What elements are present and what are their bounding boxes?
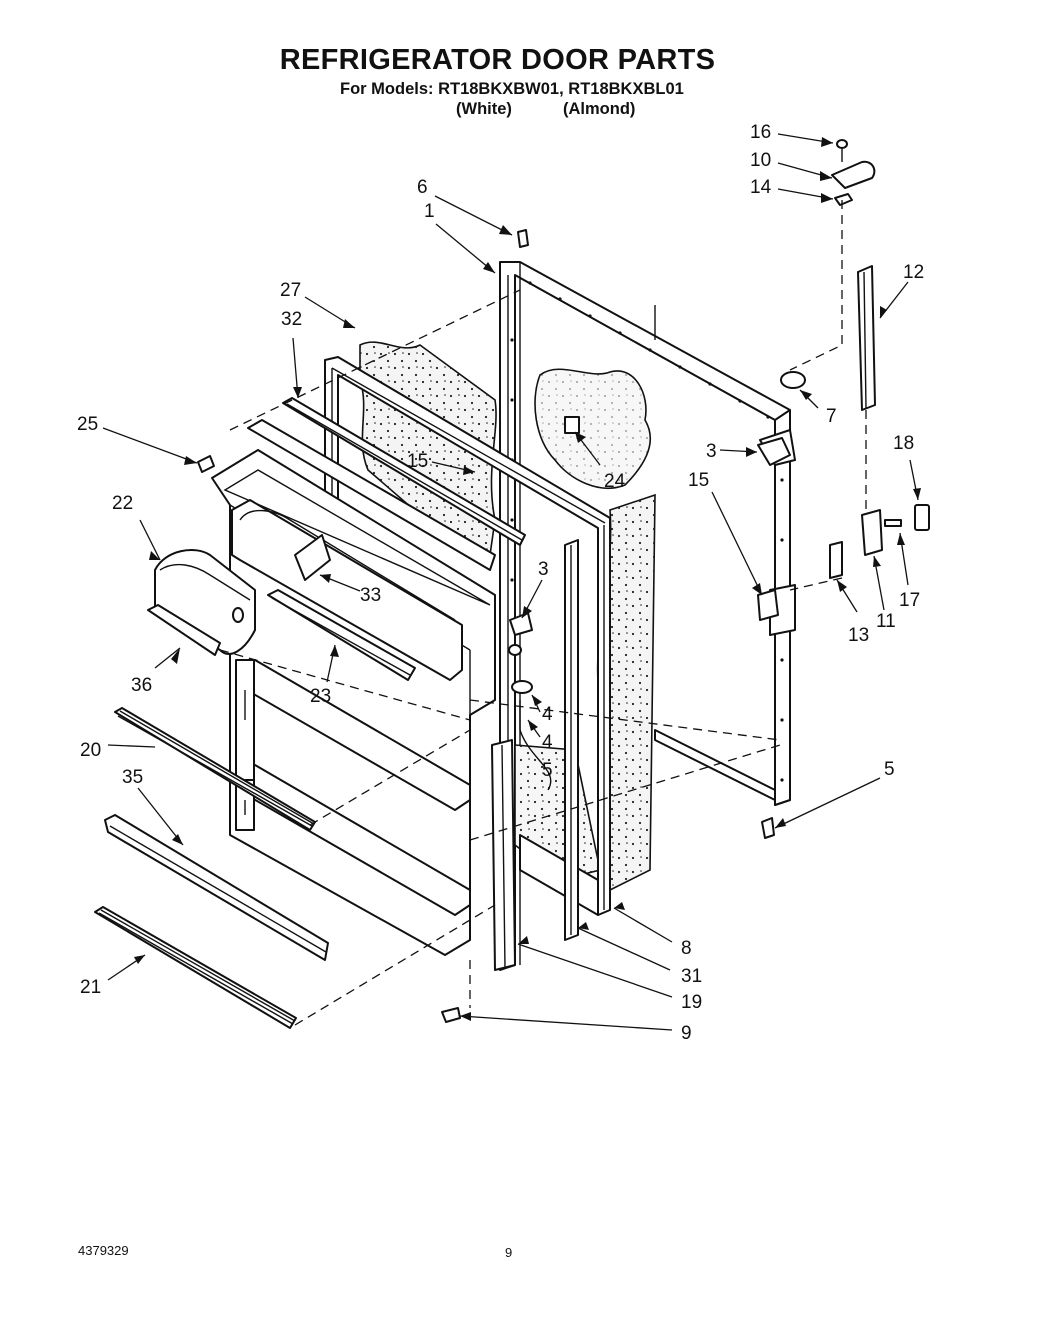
- callout-31: 31: [681, 966, 702, 987]
- hinge-assembly: [757, 139, 930, 621]
- callout-4b: 4: [542, 732, 553, 753]
- callout-8: 8: [681, 938, 692, 959]
- callout-14: 14: [750, 177, 772, 198]
- callout-16: 16: [750, 122, 771, 143]
- shelf-bar-20: [114, 707, 316, 831]
- callout-3a: 3: [706, 441, 717, 462]
- callout-36: 36: [131, 675, 152, 696]
- callout-24: 24: [604, 471, 626, 492]
- callout-5b: 5: [884, 759, 895, 780]
- callout-35: 35: [122, 767, 143, 788]
- callout-23: 23: [310, 686, 331, 707]
- callout-12: 12: [903, 262, 924, 283]
- callout-19: 19: [681, 992, 702, 1013]
- callout-18: 18: [893, 433, 914, 454]
- document-number: 4379329: [78, 1243, 129, 1258]
- callout-33: 33: [360, 585, 381, 606]
- door-liner: [211, 449, 496, 956]
- callout-17: 17: [899, 590, 920, 611]
- callout-1: 1: [424, 201, 435, 222]
- page-number: 9: [505, 1245, 513, 1260]
- callout-4a: 4: [542, 704, 553, 725]
- models-line: For Models: RT18BKXBW01, RT18BKXBL01: [340, 80, 684, 98]
- door-bin: [147, 549, 256, 656]
- page-title: REFRIGERATOR DOOR PARTS: [279, 44, 716, 76]
- callout-15a: 15: [407, 451, 428, 472]
- callout-22: 22: [112, 493, 133, 514]
- callout-11: 11: [876, 611, 896, 632]
- callout-32: 32: [281, 309, 302, 330]
- callout-13: 13: [848, 625, 869, 646]
- callout-21: 21: [80, 977, 101, 998]
- callout-15b: 15: [688, 470, 709, 491]
- callout-3b: 3: [538, 559, 549, 580]
- shelf-bar-21: [94, 906, 297, 1029]
- color-white: (White): [456, 100, 512, 118]
- arrowheads: [134, 137, 921, 1021]
- callout-5a: 5: [542, 760, 553, 781]
- color-almond: (Almond): [563, 100, 636, 118]
- callout-7: 7: [826, 406, 837, 427]
- callout-25: 25: [77, 414, 98, 435]
- callout-labels: 1 3 3 4 4 5 5 6 7 8 9 10 11 12 13 14 15 …: [77, 122, 924, 1044]
- callout-20: 20: [80, 740, 101, 761]
- shelf-bar-35: [104, 814, 329, 961]
- callout-27: 27: [280, 280, 301, 301]
- callout-9: 9: [681, 1023, 692, 1044]
- callout-10: 10: [750, 150, 771, 171]
- callout-6: 6: [417, 177, 428, 198]
